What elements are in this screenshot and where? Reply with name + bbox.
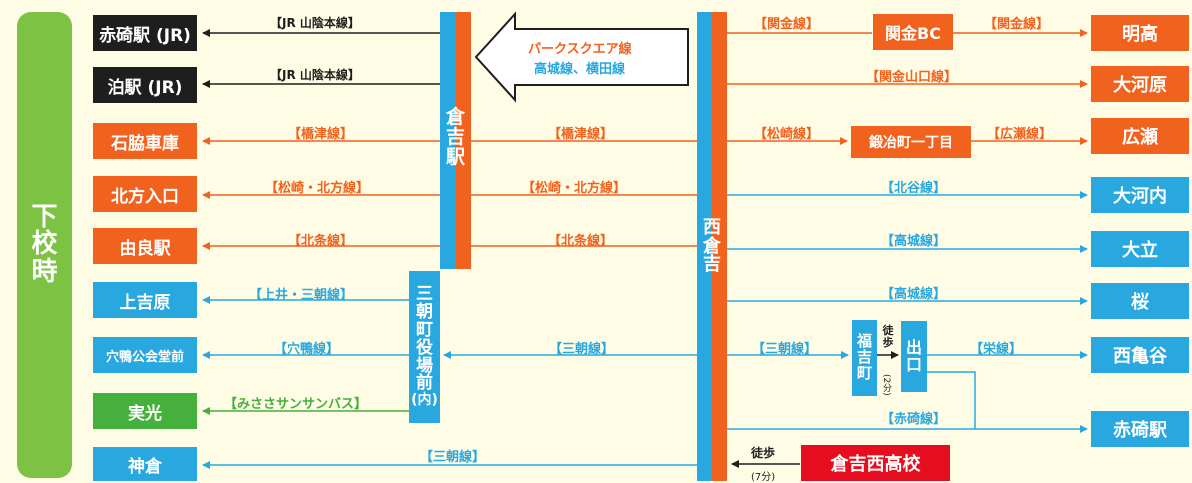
hub-char: 町 — [856, 363, 872, 382]
stop-akasaki-eki: 赤碕駅 — [1091, 411, 1189, 447]
hub-deguchi: 出 口 — [901, 321, 927, 392]
stop-ishiwaki-shako: 石脇車庫 — [93, 123, 197, 159]
stop-okochi: 大河内 — [1091, 177, 1189, 213]
side-char: 時 — [31, 256, 58, 287]
stop-tomari-jr: 泊駅 (JR) — [93, 67, 197, 103]
walk-label-2: 徒歩 — [882, 325, 894, 348]
hub-char: 役 — [415, 337, 433, 358]
label-matsuzaki-hoppo-r: 【松崎・北方線】 — [522, 181, 627, 196]
hub-char: 場 — [415, 355, 433, 376]
stop-sekigane-bc: 関金BC — [873, 14, 953, 50]
stop-sakura: 桜 — [1091, 283, 1189, 319]
line-deguchi-connector — [927, 371, 976, 429]
hub-char: 吉 — [703, 254, 721, 276]
stop-hirose: 広瀬 — [1091, 118, 1189, 154]
walk-label-2-text: 徒歩 — [882, 324, 894, 349]
label-asahi-1: 【三朝線】 — [549, 342, 615, 357]
side-char: 校 — [31, 229, 58, 260]
label-akasaki: 【赤碕線】 — [881, 412, 947, 427]
stop-anakamo-kokaidomae: 穴鴨公会堂前 — [93, 337, 197, 373]
hub-char: 駅 — [445, 145, 465, 168]
hub-char: 三 — [415, 284, 433, 305]
park-arrow-line1: パークスクエア線 — [528, 42, 632, 57]
stop-odachi: 大立 — [1091, 231, 1189, 267]
hub-char: 町 — [415, 319, 433, 340]
label-jr-1: 【JR 山陰本線】 — [270, 16, 360, 30]
label-sekigane-yamaguchi: 【関金山口線】 — [866, 70, 958, 85]
side-bar-dismissal: 下 校 時 — [17, 12, 72, 478]
label-kamii-asahi: 【上井・三朝線】 — [249, 288, 354, 303]
hub-sancho-yakubamae: 三 朝 町 役 場 前 (内) — [409, 271, 440, 423]
label-hojo-l: 【北条線】 — [288, 234, 354, 249]
hub-char: 朝 — [415, 301, 433, 322]
hub-char: 出 — [905, 337, 922, 357]
label-asahi-2: 【三朝線】 — [420, 450, 486, 465]
label-matsuzaki-hoppo-l: 【松崎・北方線】 — [265, 181, 370, 196]
label-sakae: 【栄線】 — [970, 342, 1023, 357]
hub-char: 吉 — [445, 126, 465, 149]
label-sekigane-1: 【関金線】 — [754, 17, 820, 32]
label-sekigane-2: 【関金線】 — [984, 17, 1050, 32]
stop-kajimachi-itchome: 鍛冶町一丁目 — [851, 126, 971, 158]
label-mimasa: 【みささサンサンバス】 — [224, 397, 368, 412]
park-square-arrow — [474, 11, 689, 103]
label-anakamo: 【穴鴨線】 — [274, 342, 340, 357]
hub-nishi-kurayoshi — [697, 12, 727, 481]
stop-kamiyoshiwara: 上吉原 — [93, 282, 197, 318]
stop-kamikura: 神倉 — [93, 447, 197, 481]
hub-kurayoshi-eki-label: 倉 吉 駅 — [440, 98, 471, 178]
stop-okawara: 大河原 — [1091, 66, 1189, 102]
label-takashiro-1: 【高城線】 — [881, 234, 947, 249]
stop-hoppo-iriguchi: 北方入口 — [93, 176, 197, 212]
stop-akasaki-jr: 赤碕駅 (JR) — [93, 15, 197, 51]
label-hashitsu-r: 【橋津線】 — [548, 127, 614, 142]
stop-meiko: 明高 — [1091, 15, 1189, 51]
label-asahi-3: 【三朝線】 — [752, 342, 818, 357]
park-arrow-line2: 高城線、横田線 — [534, 62, 626, 77]
label-matsuzaki: 【松崎線】 — [754, 127, 820, 142]
hub-kurayoshi-eki — [440, 12, 471, 269]
hub-char: 福 — [856, 332, 872, 351]
hub-char: 口 — [905, 354, 922, 374]
hub-char: 西 — [703, 216, 721, 238]
label-jr-2: 【JR 山陰本線】 — [270, 68, 360, 82]
stop-kurayoshi-nishi-hs: 倉吉西高校 — [801, 445, 950, 481]
hub-char: (内) — [411, 392, 438, 409]
hub-char: 倉 — [445, 106, 465, 129]
stop-jikko: 実光 — [93, 393, 197, 429]
hub-fukuyoshicho: 福 吉 町 — [852, 320, 877, 396]
label-hirose: 【広瀬線】 — [987, 127, 1053, 142]
stop-nishikamedani: 西亀谷 — [1091, 337, 1189, 373]
label-hojo-r: 【北条線】 — [548, 234, 614, 249]
walk-label-7: 徒歩 — [751, 446, 776, 460]
walk-time-7: (7分) — [751, 472, 776, 483]
walk-time-2: (2分) — [881, 374, 891, 396]
hub-char: 倉 — [703, 235, 721, 257]
hub-nishi-kurayoshi-label: 西 倉 吉 — [697, 210, 727, 284]
label-hokutani: 【北谷線】 — [881, 181, 947, 196]
stop-yura-eki: 由良駅 — [93, 228, 197, 264]
label-takashiro-2: 【高城線】 — [881, 287, 947, 302]
label-hashitsu-l: 【橋津線】 — [288, 127, 354, 142]
hub-char: 前 — [415, 373, 433, 394]
side-char: 下 — [31, 202, 58, 233]
hub-char: 吉 — [856, 348, 872, 367]
